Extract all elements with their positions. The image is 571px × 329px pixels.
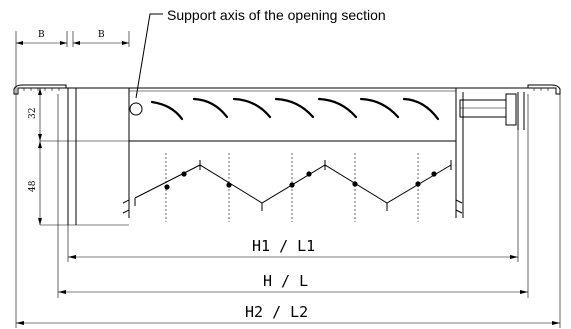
actuator [459, 93, 517, 126]
h1-l1-label: H1 / L1 [252, 237, 315, 255]
damper-housing [40, 87, 528, 226]
guide-lines [165, 153, 419, 222]
linkage [134, 160, 452, 211]
dimension-h2-l2: H2 / L2 [15, 47, 561, 328]
dimension-h1-l1: H1 / L1 [67, 130, 519, 262]
h-l-label: H / L [263, 272, 308, 290]
dimension-h-l: H / L [57, 94, 529, 298]
b-dimension-left: B [15, 30, 68, 47]
support-axis-callout: Support axis of the opening section [167, 7, 386, 23]
blades [150, 97, 440, 121]
right-flange [527, 84, 561, 95]
b-dimension-right: B [72, 30, 130, 47]
h2-l2-label: H2 / L2 [245, 303, 308, 321]
dimension-32: 32 [28, 88, 42, 141]
dimension-48: 48 [28, 141, 42, 225]
support-axis-circle [129, 102, 143, 116]
height-32-label: 32 [28, 108, 38, 119]
b-label-left: B [38, 30, 45, 40]
height-48-label: 48 [28, 180, 38, 192]
callout-leader [135, 13, 163, 99]
b-label-right: B [98, 30, 105, 40]
